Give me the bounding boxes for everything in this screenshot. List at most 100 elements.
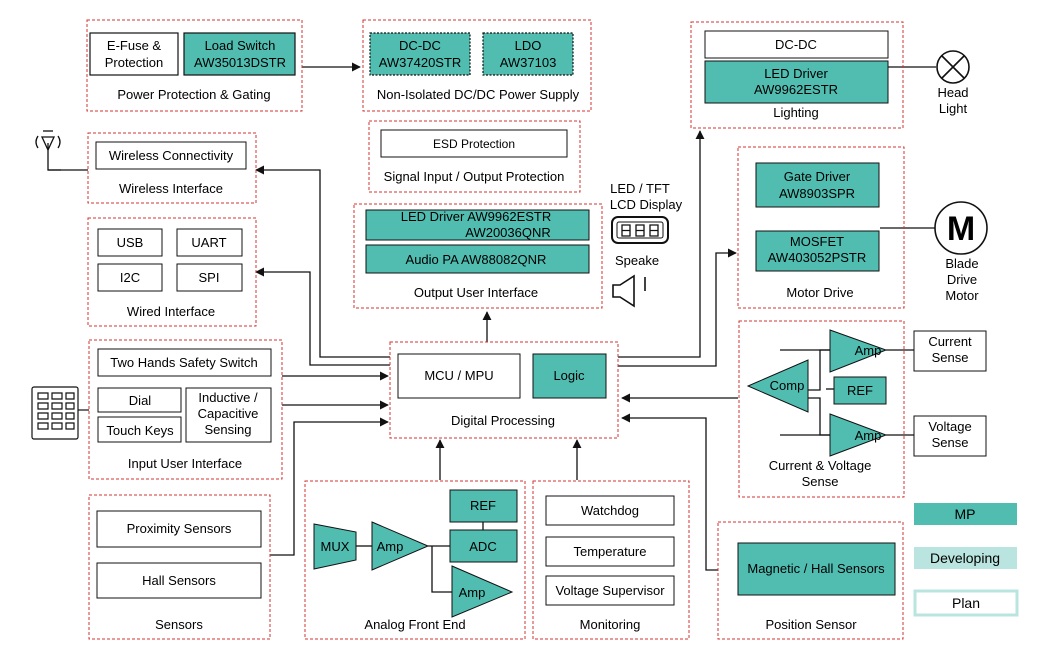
output-ui-group — [353, 203, 603, 309]
display-label-1: LED / TFT — [610, 181, 670, 196]
ldo-block — [482, 32, 574, 76]
afe-adc-block — [449, 529, 518, 563]
digital-to-lighting-arrow — [618, 130, 705, 358]
afe-group-label: Analog Front End — [364, 617, 465, 632]
sensing-label-2: Capacitive — [198, 406, 259, 421]
lcd-display-icon — [611, 216, 669, 244]
head-light-label-2: Light — [939, 101, 968, 116]
afe-group — [304, 480, 526, 640]
cv-amp1-label: Amp — [855, 343, 882, 358]
safety-switch-block — [97, 348, 272, 377]
spi-label: SPI — [199, 270, 220, 285]
dcdc-supply-group — [362, 19, 592, 112]
dcdc-label-1: DC-DC — [399, 38, 441, 53]
afe-ref-block — [449, 489, 518, 523]
output-led-driver-label-2: AW20036QNR — [465, 225, 551, 240]
lighting-group — [690, 21, 904, 129]
i2c-block — [97, 263, 163, 292]
lighting-driver-label-2: AW9962ESTR — [754, 82, 838, 97]
sensors-group-label: Sensors — [155, 617, 203, 632]
temperature-block — [545, 536, 675, 567]
position-group-label: Position Sensor — [765, 617, 857, 632]
usb-block — [97, 228, 163, 257]
legend-mp-swatch — [914, 503, 1017, 525]
cv-ref-block — [833, 376, 887, 405]
dial-label: Dial — [129, 393, 152, 408]
esd-item-block — [380, 129, 568, 158]
current-sense-label-2: Sense — [932, 350, 969, 365]
load-switch-label-1: Load Switch — [205, 38, 276, 53]
cv-amp2-shape — [829, 413, 888, 457]
keypad-icon — [31, 386, 79, 440]
current-sense-label-1: Current — [928, 334, 972, 349]
motor-label-3: Motor — [945, 288, 979, 303]
uart-block — [176, 228, 243, 257]
head-light-label-1: Head — [937, 85, 968, 100]
digital-group — [389, 341, 619, 439]
position-item-block — [737, 542, 896, 596]
output-led-driver-block — [365, 209, 590, 241]
speaker-label: Speake — [615, 253, 659, 268]
sensors-to-digital-arrow — [270, 417, 389, 556]
mux-shape — [313, 523, 357, 570]
voltage-sense-label-1: Voltage — [928, 419, 971, 434]
digital-to-motor-arrow — [618, 248, 737, 367]
hall-block — [96, 562, 262, 599]
motor-group-label: Motor Drive — [786, 285, 853, 300]
voltage-supervisor-label: Voltage Supervisor — [555, 583, 665, 598]
motor-label-1: Blade — [945, 256, 978, 271]
current-sense-block — [913, 330, 987, 372]
afe-amp-label: Amp — [377, 539, 404, 554]
watchdog-label: Watchdog — [581, 503, 639, 518]
gate-driver-label-1: Gate Driver — [784, 169, 851, 184]
uart-label: UART — [191, 235, 226, 250]
mux-label: MUX — [321, 539, 350, 554]
dcdc-block — [369, 32, 471, 76]
cv-comp-shape — [746, 359, 809, 413]
afe-amp-shape — [371, 521, 430, 571]
efuse-block — [89, 32, 179, 76]
wired-group — [87, 217, 257, 327]
voltage-sense-block — [913, 415, 987, 457]
watchdog-block — [545, 495, 675, 526]
efuse-label-2: Protection — [105, 55, 164, 70]
touch-keys-block — [97, 416, 182, 443]
output-audio-block — [365, 244, 590, 274]
power-group-label: Power Protection & Gating — [117, 87, 270, 102]
lighting-dcdc-block — [704, 30, 889, 59]
logic-label: Logic — [553, 368, 585, 383]
afe-amp2-label: Amp — [459, 585, 486, 600]
efuse-label-1: E-Fuse & — [107, 38, 162, 53]
ldo-label-2: AW37103 — [500, 55, 557, 70]
sensing-block — [185, 387, 272, 443]
i2c-label: I2C — [120, 270, 140, 285]
cv-comp-label: Comp — [770, 378, 805, 393]
wireless-group — [87, 132, 257, 204]
afe-adc-label: ADC — [469, 539, 496, 554]
digital-to-wireless-arrow — [255, 165, 390, 358]
monitoring-group — [532, 480, 690, 640]
input-ui-group-label: Input User Interface — [128, 456, 242, 471]
usb-label: USB — [117, 235, 144, 250]
power-group — [86, 19, 303, 112]
head-light-icon — [936, 50, 970, 84]
wireless-item-label: Wireless Connectivity — [109, 148, 234, 163]
lighting-driver-block — [704, 60, 889, 104]
legend-mp-label: MP — [955, 506, 976, 522]
legend: MP Developing Plan — [913, 503, 1019, 617]
lighting-driver-label-1: LED Driver — [764, 66, 828, 81]
sensing-label-3: Sensing — [205, 422, 252, 437]
wireless-group-label: Wireless Interface — [119, 181, 223, 196]
gate-driver-block — [755, 162, 880, 208]
legend-developing-label: Developing — [930, 550, 1000, 566]
position-item-label: Magnetic / Hall Sensors — [747, 561, 885, 576]
position-group — [717, 521, 904, 640]
display-label-2: LCD Display — [610, 197, 683, 212]
load-switch-label-2: AW35013DSTR — [194, 55, 286, 70]
afe-amp2-shape — [451, 565, 514, 618]
output-audio-label: Audio PA AW88082QNR — [406, 252, 547, 267]
dcdc-label-2: AW37420STR — [379, 55, 462, 70]
mosfet-label-1: MOSFET — [790, 234, 844, 249]
afe-ref-label: REF — [470, 498, 496, 513]
